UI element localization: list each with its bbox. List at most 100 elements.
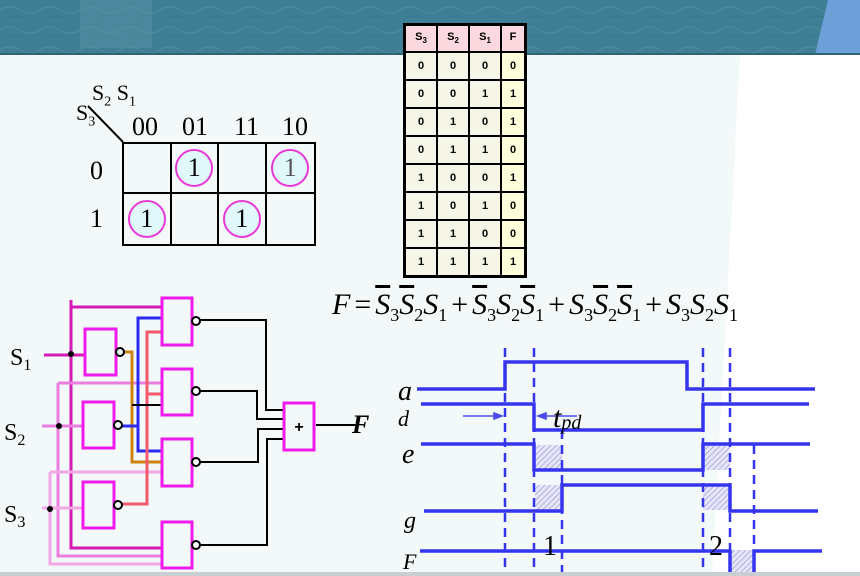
wire-s2-vert xyxy=(56,383,162,558)
truth-table-cell: 0 xyxy=(468,107,502,137)
input-label-s2: S2 xyxy=(4,420,25,449)
not-gate-s2 xyxy=(81,400,116,450)
kmap-circled-one: 1 xyxy=(127,200,166,238)
formula-subscript: 3 xyxy=(584,305,594,325)
signal-label-e: e xyxy=(402,439,414,470)
waveform-a xyxy=(417,360,815,391)
hazard-region xyxy=(535,485,562,510)
truth-table-cell: 1 xyxy=(403,191,438,221)
truth-table-cell: 0 xyxy=(500,219,527,249)
formula-literal: S xyxy=(690,288,706,321)
truth-table-cell: 0 xyxy=(500,51,527,81)
or-gate xyxy=(282,401,316,452)
inverter-bubble xyxy=(191,386,201,396)
truth-table-cell: 0 xyxy=(468,219,502,249)
formula-subscript: 2 xyxy=(705,305,715,325)
wire-and3-out xyxy=(200,428,284,463)
signal-label-d: d xyxy=(398,406,410,431)
inverter-bubble xyxy=(113,420,123,430)
truth-table-cell: 1 xyxy=(500,107,527,137)
hazard-region xyxy=(535,445,562,470)
wire-s1-path xyxy=(69,300,162,550)
hazard-region xyxy=(730,550,754,574)
and-gate-3 xyxy=(160,437,194,488)
logic-circuit: S1 S2 S3 + F xyxy=(4,296,369,570)
truth-table-cell: 1 xyxy=(436,107,470,137)
waveform-d xyxy=(421,402,809,432)
not-gate-s3 xyxy=(81,480,116,530)
truth-table-col-header: S2 xyxy=(436,23,470,53)
kmap-cell xyxy=(124,144,172,194)
truth-table-cell: 1 xyxy=(500,247,527,278)
truth-table-cell: 0 xyxy=(500,191,527,221)
formula-literal: S xyxy=(520,288,536,321)
truth-table-cell: 0 xyxy=(436,79,470,109)
and-gate-1 xyxy=(160,296,194,347)
formula-subscript: 2 xyxy=(608,305,618,325)
wire-and4-out xyxy=(200,438,284,546)
formula-plus: + xyxy=(548,288,566,321)
signal-label-g: g xyxy=(404,508,416,534)
truth-table-cell: 0 xyxy=(403,79,438,109)
truth-table-cell: 0 xyxy=(468,51,502,81)
waveform-f xyxy=(420,549,822,576)
truth-table-cell: 1 xyxy=(403,163,438,193)
truth-table-cell: 1 xyxy=(436,135,470,165)
junction-dot xyxy=(56,423,62,429)
truth-table-cell: 0 xyxy=(436,51,470,81)
formula-plus: + xyxy=(645,288,663,321)
kmap-cell: 1 xyxy=(171,144,219,194)
hazard-label-1: 1 xyxy=(543,531,557,562)
kmap-cell xyxy=(172,194,219,244)
formula-subscript: 3 xyxy=(390,305,400,325)
inverter-bubble xyxy=(115,347,125,357)
formula-subscript: 1 xyxy=(632,305,642,325)
formula-literal: S xyxy=(666,288,682,321)
formula-literal: S xyxy=(617,288,633,321)
formula-plus: + xyxy=(451,288,469,321)
formula-equals: = xyxy=(354,288,372,321)
inverter-bubble xyxy=(191,540,201,550)
kmap-cell xyxy=(267,194,315,244)
formula-subscript: 2 xyxy=(511,305,521,325)
kmap-row-header: 0 xyxy=(90,156,103,185)
not-gate-s1 xyxy=(83,327,118,377)
computer-watermark-icon xyxy=(80,0,152,48)
hazard-label-2: 2 xyxy=(709,531,723,562)
inverter-bubble xyxy=(113,500,123,510)
kmap-circled-one: 1 xyxy=(175,149,214,187)
wire-not-s3 xyxy=(122,330,162,506)
formula-subscript: 1 xyxy=(729,305,739,325)
kmap-circled-one: 1 xyxy=(222,200,261,238)
bottom-bar xyxy=(0,572,860,576)
wire-not-s2-b xyxy=(136,426,162,453)
junction-dot xyxy=(68,351,74,357)
kmap-col-header: 11 xyxy=(234,112,260,141)
kmap-cell: 1 xyxy=(219,194,267,244)
formula-literal: S xyxy=(593,288,609,321)
truth-table-cell: 1 xyxy=(468,247,502,278)
formula-subscript: 1 xyxy=(438,305,448,325)
or-gate-symbol: + xyxy=(294,419,303,436)
inverter-bubble xyxy=(191,457,201,467)
kmap-col-vars: S2 S1 xyxy=(92,80,136,110)
kmap-col-header: 10 xyxy=(282,112,308,141)
signal-label-f: F xyxy=(402,549,417,574)
truth-table-col-header: F xyxy=(500,23,527,53)
formula-literal: S xyxy=(714,288,730,321)
formula-literal: S xyxy=(399,288,415,321)
kmap-cell: 1 xyxy=(124,194,172,244)
formula-literal: S xyxy=(472,288,488,321)
wire-not-s1 xyxy=(124,350,162,464)
truth-table-cell: 0 xyxy=(436,163,470,193)
